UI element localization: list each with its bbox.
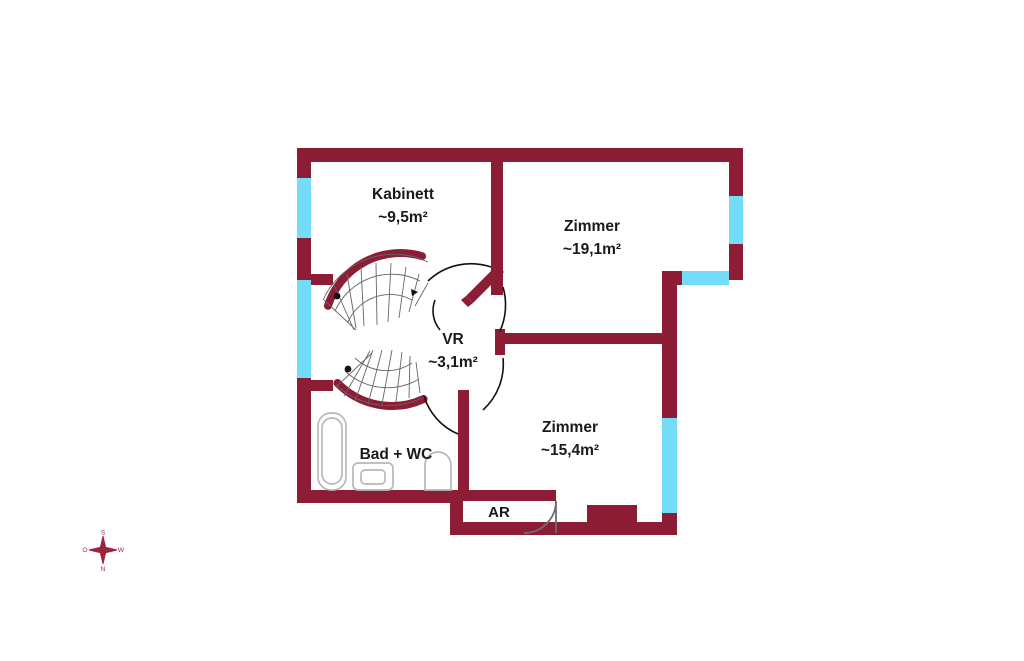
stair-lower-mid1 <box>344 370 420 389</box>
wall-group <box>297 148 743 535</box>
stair-lower-tread-1 <box>336 352 373 387</box>
room-label-zimmer-bottom-name: Zimmer <box>542 419 598 436</box>
wall-interior-kabinett-zimmer <box>491 155 503 295</box>
stair-upper-tread-6 <box>387 262 392 323</box>
stair-upper-mid1 <box>334 273 421 312</box>
bathtub-inner <box>321 417 343 485</box>
stair-upper-tread-2 <box>333 284 355 331</box>
window-right-lower <box>662 418 677 513</box>
compass-label-left: O <box>82 547 87 554</box>
wall-right-lower-seg-2 <box>662 513 677 535</box>
stair-lower-tread-7 <box>408 355 411 399</box>
compass-label-bottom: N <box>101 566 106 573</box>
stair-lower-tread-6 <box>395 351 403 403</box>
wall-interior-zimmer-divider <box>503 333 666 344</box>
door-arc-bad-wc <box>423 395 459 435</box>
wall-interior-vr-zimmer <box>458 390 469 490</box>
stair-upper-tread-1 <box>323 299 357 331</box>
door-arc-vr-zimmer-top <box>499 286 507 332</box>
sink-basin <box>360 469 386 485</box>
stair-upper-mid2 <box>347 294 413 323</box>
stair-upper-tread-4 <box>360 266 365 327</box>
fixture-group <box>317 412 452 491</box>
stair-upper-tread-7 <box>398 266 407 319</box>
room-label-kabinett-area: ~9,5m² <box>378 209 428 226</box>
staircase-upper <box>322 249 429 331</box>
room-label-zimmer-top-name: Zimmer <box>564 218 620 235</box>
stair-upper-tread-5 <box>375 262 378 326</box>
stair-upper-start-dot <box>333 292 341 300</box>
stair-lower-tread-2 <box>343 350 371 397</box>
room-label-group: Kabinett ~9,5m² Zimmer ~19,1m² VR ~3,1m²… <box>360 186 621 521</box>
wall-top <box>297 148 743 162</box>
window-left-lower <box>297 280 311 378</box>
stair-upper-outer-curve <box>323 249 427 310</box>
room-label-zimmer-top-area: ~19,1m² <box>563 241 621 258</box>
bathtub-icon <box>317 412 347 491</box>
stair-lower-edge <box>335 384 427 406</box>
door-arc-vr-zimmer-bottom <box>482 357 505 411</box>
wall-right-upper-seg-2 <box>729 244 743 280</box>
door-arc-vr-notch <box>432 299 441 331</box>
stair-upper-direction-arrow <box>411 289 418 296</box>
door-leaf-kabinett <box>461 265 504 307</box>
chimney-block <box>587 505 637 523</box>
toilet-icon <box>424 451 452 491</box>
wall-left-seg-3 <box>297 378 311 503</box>
compass-rose: S W N O <box>82 530 124 574</box>
stair-lower-tread-5 <box>381 349 393 405</box>
room-label-vr-area: ~3,1m² <box>428 354 478 371</box>
wall-vr-jamb-right <box>495 329 505 355</box>
window-left-upper <box>297 178 311 238</box>
room-label-zimmer-bottom-area: ~15,4m² <box>541 442 599 459</box>
door-arc-kabinett <box>427 262 492 282</box>
stair-upper-edge <box>322 253 429 301</box>
wall-vr-jamb-bottom <box>458 390 469 404</box>
wall-stub-stair-lower <box>311 380 333 391</box>
wall-right-lower-seg-1 <box>662 271 677 418</box>
stair-upper-tread-9 <box>414 282 429 307</box>
wall-bottom-left <box>297 490 463 503</box>
compass-center-star <box>96 543 110 557</box>
wall-ar-top <box>458 490 556 501</box>
compass-label-right: W <box>118 547 125 554</box>
door-group <box>423 262 507 435</box>
stair-lower-tread-4 <box>367 349 383 405</box>
compass-label-top: S <box>101 530 106 537</box>
wall-left-seg-1 <box>297 148 311 178</box>
wall-left-seg-2 <box>297 238 311 280</box>
stair-upper-tread-3 <box>346 273 357 329</box>
room-label-vr-name: VR <box>442 331 464 348</box>
staircase-lower <box>333 349 428 410</box>
wall-right-upper-seg-1 <box>729 148 743 196</box>
stair-lower-mid2 <box>354 357 413 372</box>
wall-bottom-main <box>450 522 677 535</box>
wall-stub-stair-upper <box>311 274 333 285</box>
door-ar <box>523 500 557 534</box>
window-right-notch <box>682 271 729 285</box>
room-label-ar: AR <box>488 504 510 521</box>
sink-icon <box>352 462 394 491</box>
window-right-upper <box>729 196 743 244</box>
stair-lower-tread-3 <box>354 349 374 402</box>
room-label-kabinett-name: Kabinett <box>372 186 434 203</box>
room-label-bad-wc: Bad + WC <box>360 446 433 463</box>
stair-lower-tread-8 <box>415 361 421 394</box>
stair-lower-start-dot <box>344 365 352 373</box>
